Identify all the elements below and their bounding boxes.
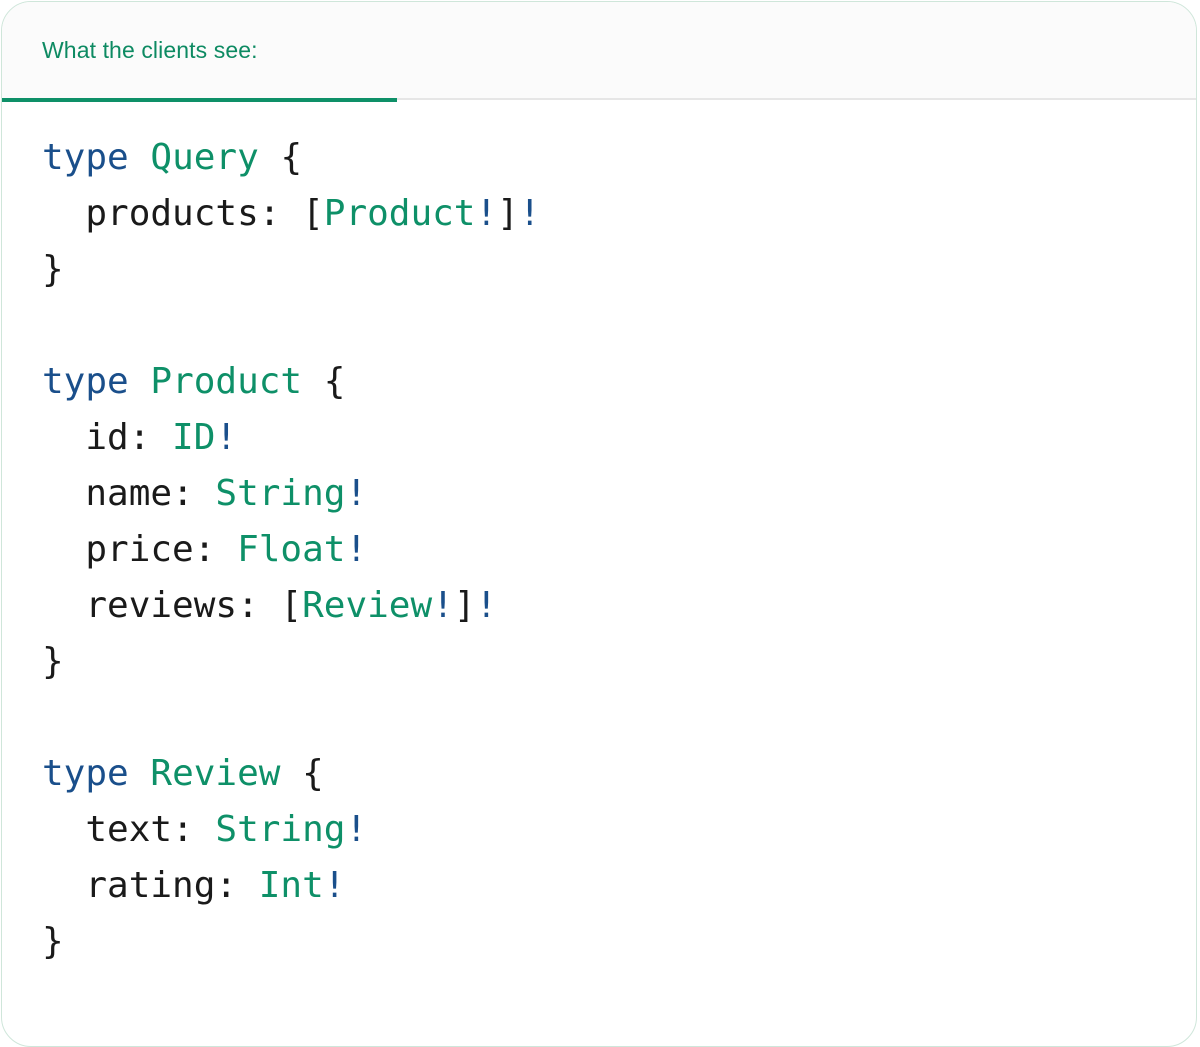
code-line: type Query { bbox=[42, 130, 1196, 186]
code-token: } bbox=[42, 921, 64, 962]
code-token: products: [ bbox=[42, 193, 324, 234]
code-line: products: [Product!]! bbox=[42, 186, 1196, 242]
code-token bbox=[129, 137, 151, 178]
code-token bbox=[129, 753, 151, 794]
code-token: type bbox=[42, 361, 129, 402]
code-token: Float bbox=[237, 529, 346, 570]
code-token: ! bbox=[345, 473, 368, 514]
code-line: text: String! bbox=[42, 802, 1196, 858]
code-token: ] bbox=[497, 193, 519, 234]
code-token: Query bbox=[150, 137, 259, 178]
code-token: name: bbox=[42, 473, 216, 514]
code-token: type bbox=[42, 753, 129, 794]
tab-label: What the clients see: bbox=[42, 36, 258, 63]
code-line: rating: Int! bbox=[42, 858, 1196, 914]
code-token: Product bbox=[323, 193, 476, 234]
code-token: ! bbox=[323, 865, 346, 906]
code-body: type Query { products: [Product!]!} type… bbox=[2, 100, 1196, 970]
code-token bbox=[129, 361, 151, 402]
code-token: ! bbox=[345, 809, 368, 850]
code-token: ! bbox=[475, 585, 498, 626]
code-token: } bbox=[42, 641, 64, 682]
code-token: Int bbox=[258, 865, 324, 906]
code-token: { bbox=[280, 753, 324, 794]
code-token: ] bbox=[453, 585, 476, 626]
code-line bbox=[42, 298, 1196, 354]
code-token: price: bbox=[42, 529, 238, 570]
code-line: price: Float! bbox=[42, 522, 1196, 578]
code-token: { bbox=[302, 361, 346, 402]
code-token: text: bbox=[42, 809, 216, 850]
code-line: } bbox=[42, 634, 1196, 690]
code-token: reviews: [ bbox=[42, 585, 303, 626]
code-token: ! bbox=[475, 193, 498, 234]
code-line bbox=[42, 690, 1196, 746]
code-token: type bbox=[42, 137, 129, 178]
code-line: type Product { bbox=[42, 354, 1196, 410]
code-token: Review bbox=[150, 753, 281, 794]
code-token: ! bbox=[518, 193, 541, 234]
tab-strip: What the clients see: bbox=[2, 2, 1196, 102]
tab-what-the-clients-see[interactable]: What the clients see: bbox=[2, 2, 397, 98]
graphql-schema-code: type Query { products: [Product!]!} type… bbox=[2, 130, 1196, 970]
code-token: id: bbox=[42, 417, 173, 458]
code-line: name: String! bbox=[42, 466, 1196, 522]
code-token: ! bbox=[432, 585, 454, 626]
code-token: String bbox=[215, 473, 346, 514]
code-token: ID bbox=[172, 417, 216, 458]
code-line: } bbox=[42, 242, 1196, 298]
code-token: Product bbox=[150, 361, 303, 402]
code-token: Review bbox=[302, 585, 433, 626]
code-line: id: ID! bbox=[42, 410, 1196, 466]
code-line: reviews: [Review!]! bbox=[42, 578, 1196, 634]
code-token: String bbox=[215, 809, 346, 850]
code-token: } bbox=[42, 249, 64, 290]
code-token: ! bbox=[215, 417, 238, 458]
active-tab-underline bbox=[2, 98, 397, 102]
code-line: } bbox=[42, 914, 1196, 970]
code-line: type Review { bbox=[42, 746, 1196, 802]
code-token: { bbox=[258, 137, 303, 178]
code-token: ! bbox=[345, 529, 368, 570]
code-token: rating: bbox=[42, 865, 259, 906]
